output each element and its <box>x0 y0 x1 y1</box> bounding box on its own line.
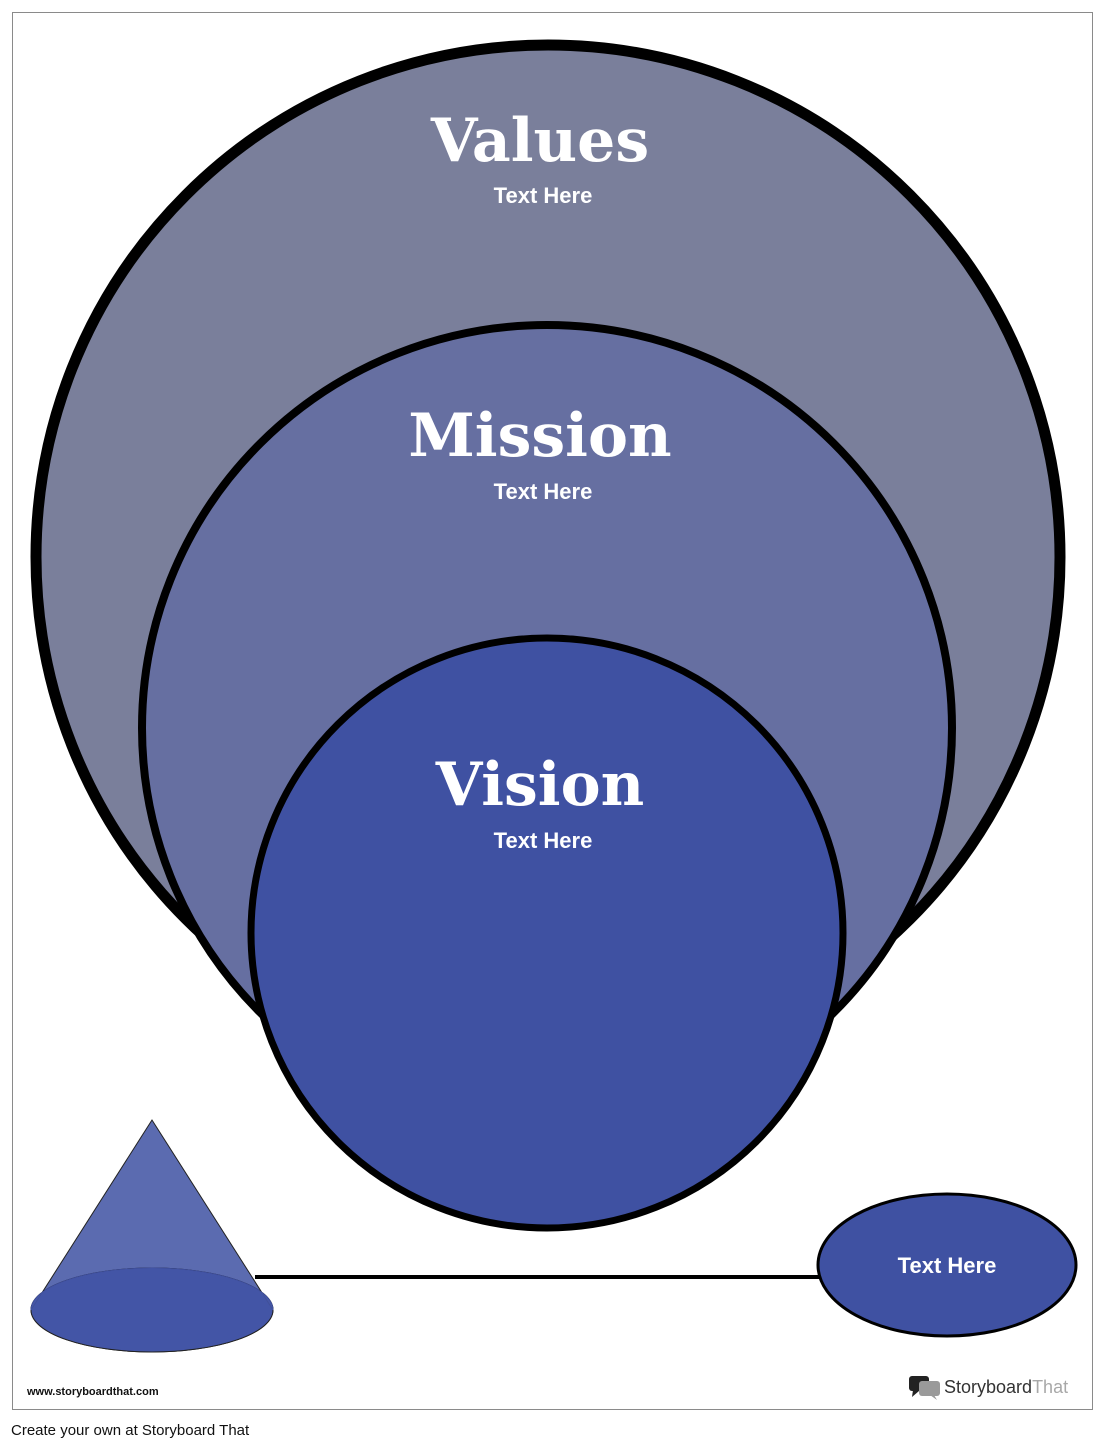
values-text: Text Here <box>494 183 593 208</box>
node-text: Text Here <box>898 1253 997 1278</box>
brand-name: Storyboard <box>944 1376 1033 1397</box>
vision-circle <box>247 634 847 1232</box>
speech-bubbles-icon <box>909 1376 940 1400</box>
create-own-footer[interactable]: Create your own at Storyboard That <box>11 1422 250 1439</box>
mission-text: Text Here <box>494 479 593 504</box>
cone-shape <box>30 1119 274 1353</box>
brand-accent: That <box>1032 1376 1069 1397</box>
values-title: Values <box>430 106 649 176</box>
site-url[interactable]: www.storyboardthat.com <box>27 1386 159 1398</box>
vision-text: Text Here <box>494 828 593 853</box>
mission-title: Mission <box>408 401 671 471</box>
vision-title: Vision <box>435 750 645 820</box>
node-ellipse <box>816 1192 1078 1338</box>
